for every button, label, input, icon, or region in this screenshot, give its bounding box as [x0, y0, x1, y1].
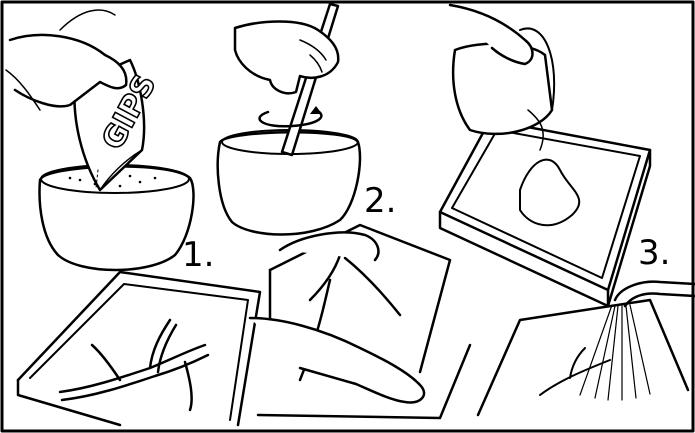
panel-4-mold-with-branch: [18, 272, 260, 425]
water-spray: [580, 305, 650, 400]
panel-3-pour-into-box: [440, 5, 650, 306]
bowl-1: [40, 166, 194, 270]
hand-2: [235, 22, 338, 94]
block-6: [478, 300, 688, 415]
box-4: [18, 272, 260, 425]
poured-plaster: [520, 160, 579, 226]
step-3-label: 3.: [638, 236, 670, 270]
hand-5-upper: [280, 232, 378, 260]
faucet-icon: [615, 282, 695, 300]
panel-6-rinse: [478, 282, 695, 415]
step-2-label: 2.: [364, 184, 396, 218]
panel-5-separate-mold: [250, 225, 470, 418]
panel-2-stir: [218, 4, 360, 235]
hand-5-lower: [250, 318, 424, 403]
box-3-top: [440, 120, 650, 290]
step-1-label: 1.: [182, 238, 214, 272]
branch-4: [60, 345, 205, 392]
